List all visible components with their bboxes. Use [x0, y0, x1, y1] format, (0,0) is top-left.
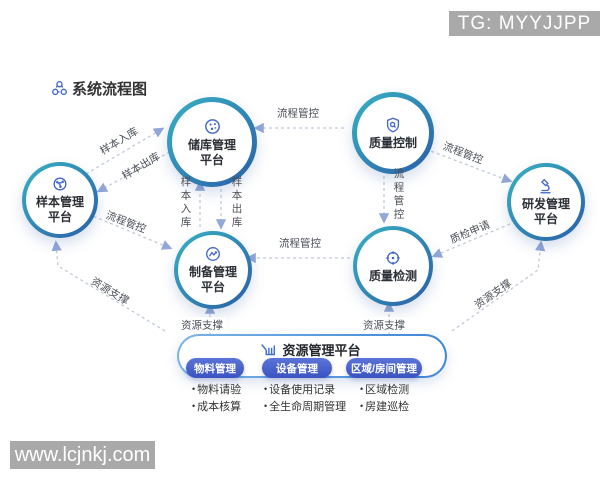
- pill-material-management: 物料管理: [186, 358, 244, 378]
- node-label: 平台: [200, 280, 225, 294]
- edge-label-resource-support: 资源支撑: [361, 317, 407, 333]
- node-label: 样本管理: [35, 195, 84, 209]
- resource-platform-title-row: 资源管理平台: [177, 340, 443, 359]
- bullet: •: [360, 384, 364, 394]
- edge-label-sample-in-vertical: 样本入库: [179, 176, 192, 230]
- list-item: •设备使用记录: [264, 381, 335, 397]
- node-label: 研发管理: [521, 197, 570, 211]
- edge-resource-to-sample: [51, 240, 166, 332]
- bullet: •: [264, 401, 268, 411]
- list-item: •成本核算: [192, 398, 241, 414]
- bullet: •: [192, 384, 196, 394]
- microscope-icon: [537, 177, 555, 195]
- list-item: •全生命周期管理: [264, 398, 346, 414]
- list-item-label: 物料请验: [197, 384, 242, 396]
- pill-equipment-management: 设备管理: [262, 358, 332, 378]
- target-icon: [384, 249, 402, 267]
- resource-platform-title: 资源管理平台: [282, 343, 361, 358]
- watermark-top: TG: MYYJJPP: [449, 11, 600, 36]
- node-label: 储库管理: [187, 137, 236, 152]
- edge-label-process-control: 流程管控: [277, 107, 319, 120]
- bullet: •: [264, 384, 268, 394]
- molecule-icon: [51, 175, 69, 193]
- list-item: •区域检测: [360, 381, 409, 397]
- edge-label-sample-out-vertical: 样本出库: [230, 176, 243, 230]
- list-item: •房建巡检: [360, 398, 409, 414]
- node-rd-platform: 研发管理 平台: [507, 163, 585, 241]
- cluster-icon: [51, 80, 68, 102]
- node-quality-test: 质量检测: [353, 226, 433, 306]
- shield-magnifier-icon: [384, 116, 402, 134]
- node-label: 平台: [199, 152, 224, 167]
- node-label: 平台: [47, 210, 72, 224]
- node-sample-platform: 样本管理 平台: [22, 162, 98, 238]
- page-title: 系统流程图: [72, 81, 148, 98]
- edge-rd-to-qualitytest: [431, 223, 511, 258]
- node-label: 质量控制: [368, 135, 417, 150]
- node-label: 平台: [533, 212, 558, 226]
- list-item-label: 全生命周期管理: [269, 401, 347, 413]
- node-storage-platform: 储库管理 平台: [167, 97, 257, 187]
- trend-chart-icon: [204, 245, 222, 263]
- node-label: 制备管理: [188, 265, 237, 279]
- node-label: 质量检测: [368, 268, 417, 283]
- edge-label-process-control-vertical: 流程管控: [392, 168, 405, 222]
- node-quality-control: 质量控制: [352, 92, 434, 174]
- bullet: •: [360, 401, 364, 411]
- resource-icon: [261, 343, 276, 355]
- list-item-label: 设备使用记录: [269, 384, 336, 396]
- dish-icon: [203, 117, 222, 136]
- edge-label-resource-support: 资源支撑: [179, 317, 225, 333]
- node-preparation-platform: 制备管理 平台: [174, 231, 252, 309]
- bullet: •: [192, 401, 196, 411]
- list-item-label: 房建巡检: [365, 401, 410, 413]
- list-item-label: 成本核算: [197, 401, 242, 413]
- watermark-bottom: www.lcjnkj.com: [10, 441, 155, 469]
- list-item: •物料请验: [192, 381, 241, 397]
- edge-label-process-control: 流程管控: [279, 237, 321, 250]
- edge-qc-to-rd: [419, 146, 513, 184]
- edge-storage-to-sample: [96, 148, 176, 193]
- edge-sample-to-preparation: [87, 213, 173, 250]
- list-item-label: 区域检测: [365, 384, 410, 396]
- edge-sample-to-storage: [85, 127, 165, 175]
- pill-area-room-management: 区域/房间管理: [346, 358, 422, 378]
